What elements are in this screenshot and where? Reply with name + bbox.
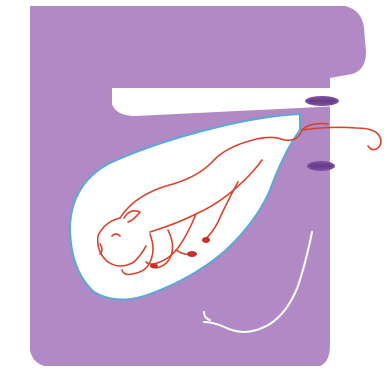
calf-hoof-3	[150, 264, 158, 269]
calf-hoof-2	[187, 251, 197, 257]
ovary-upper	[305, 96, 339, 106]
calf-hoof-1	[202, 237, 210, 243]
ovary-lower	[307, 161, 335, 171]
